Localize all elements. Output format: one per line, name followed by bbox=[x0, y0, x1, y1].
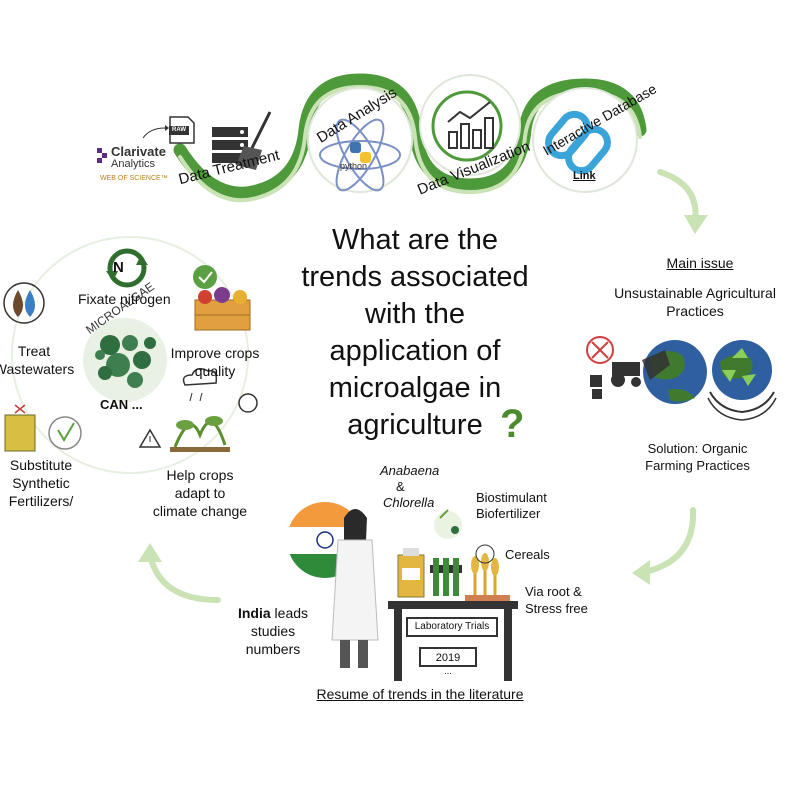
main-issue-line: Practices bbox=[666, 303, 724, 319]
chemical-fertilizer-icon bbox=[4, 404, 82, 452]
test-tubes-icon bbox=[430, 558, 462, 596]
year-label: 2019 bbox=[435, 652, 461, 664]
question-line: What are the bbox=[331, 224, 499, 256]
broom-icon bbox=[236, 111, 272, 170]
arrow-bottom-left bbox=[138, 543, 221, 603]
question-line: application of bbox=[329, 335, 501, 367]
india-line: studies bbox=[250, 623, 296, 639]
question-line: with the bbox=[365, 298, 465, 330]
biostimulant-label: Biostimulant bbox=[476, 490, 547, 505]
root-line: Via root & bbox=[525, 584, 582, 599]
species-amp: & bbox=[396, 479, 405, 494]
forbidden-icon bbox=[586, 336, 614, 364]
india-rest: leads bbox=[270, 605, 309, 621]
water-drop-icon bbox=[3, 282, 45, 324]
pipeline-graphic: Data Treatment Data Analysis Data Visual… bbox=[97, 73, 659, 203]
lab-scene-graphics bbox=[287, 502, 518, 681]
main-issue-text: Unsustainable Agricultural Practices bbox=[590, 284, 800, 320]
center-question: What are the trends associated with the … bbox=[280, 222, 550, 444]
root-label: Via root & Stress free bbox=[525, 583, 588, 617]
scientist-icon bbox=[331, 509, 379, 668]
python-atom-icon bbox=[319, 118, 401, 192]
polluted-globe-icon bbox=[642, 340, 707, 404]
leaf-icon bbox=[475, 544, 495, 564]
question-mark: ? bbox=[500, 402, 525, 446]
climate-icon bbox=[138, 368, 258, 452]
question-line: agriculture bbox=[347, 409, 483, 441]
bar-chart-icon bbox=[431, 90, 503, 162]
climate-line: Help crops bbox=[166, 467, 234, 483]
solution-line: Solution: Organic bbox=[647, 441, 748, 456]
main-issue-graphics bbox=[586, 336, 777, 421]
root-line: Stress free bbox=[525, 601, 588, 616]
web-of-science-label: WEB OF SCIENCE™ bbox=[100, 175, 168, 182]
main-issue-heading: Main issue bbox=[666, 255, 734, 271]
microalgae-cells-icon bbox=[83, 318, 167, 402]
solution-text: Solution: Organic Farming Practices bbox=[590, 440, 800, 474]
vegetable-crate-icon bbox=[193, 265, 251, 331]
n-symbol: N bbox=[113, 259, 124, 276]
lab-trials-label: Laboratory Trials bbox=[414, 621, 490, 632]
question-line: trends associated bbox=[301, 261, 529, 293]
climate-line: climate change bbox=[152, 503, 248, 519]
ellipsis-label: ... bbox=[444, 666, 452, 676]
question-line: microalgae in bbox=[328, 372, 502, 404]
treat-wastewaters-label: Treat Wastewaters bbox=[0, 342, 84, 378]
raw-file-icon bbox=[169, 116, 195, 144]
improve-line: quality bbox=[194, 363, 236, 379]
clarivate-sub: Analytics bbox=[111, 158, 156, 170]
biofertilizer-label: Biofertilizer bbox=[476, 506, 541, 521]
fixate-nitrogen-label: Fixate nitrogen bbox=[78, 291, 171, 307]
arrow-icon bbox=[142, 127, 166, 139]
nitrogen-cycle-icon bbox=[106, 248, 148, 288]
lab-bottle-icon bbox=[397, 548, 425, 598]
india-label: India leads studies numbers bbox=[228, 604, 318, 658]
climate-label: Help crops adapt to climate change bbox=[135, 466, 265, 520]
arrow-right-bottom bbox=[632, 507, 697, 585]
treat-line: Wastewaters bbox=[0, 361, 75, 377]
improve-crops-label: Improve crops quality bbox=[160, 344, 270, 380]
india-bold: India bbox=[237, 605, 271, 621]
treat-line: Treat bbox=[17, 343, 51, 359]
species-chlorella: Chlorella bbox=[383, 495, 435, 510]
main-issue-line: Unsustainable Agricultural bbox=[614, 285, 776, 301]
raw-label: RAW bbox=[172, 127, 186, 133]
tractor-icon bbox=[590, 362, 641, 399]
india-line: numbers bbox=[245, 641, 301, 657]
species-anabaena: Anabaena bbox=[380, 463, 440, 478]
recycling-globe-icon bbox=[707, 340, 777, 421]
python-label: python bbox=[340, 161, 368, 171]
substitute-line: Synthetic bbox=[12, 475, 70, 491]
climate-line: adapt to bbox=[174, 485, 226, 501]
cereals-label: Cereals bbox=[505, 547, 550, 562]
trends-footer: Resume of trends in the literature bbox=[316, 686, 524, 702]
clarivate-name: Clarivate bbox=[111, 144, 166, 159]
link-label: Link bbox=[573, 170, 596, 182]
solution-line: Farming Practices bbox=[645, 458, 750, 473]
lab-bench-icon bbox=[388, 601, 518, 681]
substitute-label: Substitute Synthetic Fertilizers/ bbox=[0, 456, 82, 510]
seedling-icon bbox=[434, 509, 462, 539]
link-icon bbox=[545, 110, 611, 175]
clarivate-logo bbox=[97, 148, 107, 163]
pipeline: Data Treatment Data Analysis Data Visual… bbox=[0, 0, 800, 220]
wheat-icon bbox=[465, 553, 510, 601]
improve-line: Improve crops bbox=[170, 345, 260, 361]
microalgae-graphics: MICROALGAE bbox=[3, 236, 258, 474]
substitute-line: Substitute bbox=[9, 457, 73, 473]
substitute-line: Fertilizers/ bbox=[8, 493, 74, 509]
can-label: CAN ... bbox=[100, 397, 143, 412]
